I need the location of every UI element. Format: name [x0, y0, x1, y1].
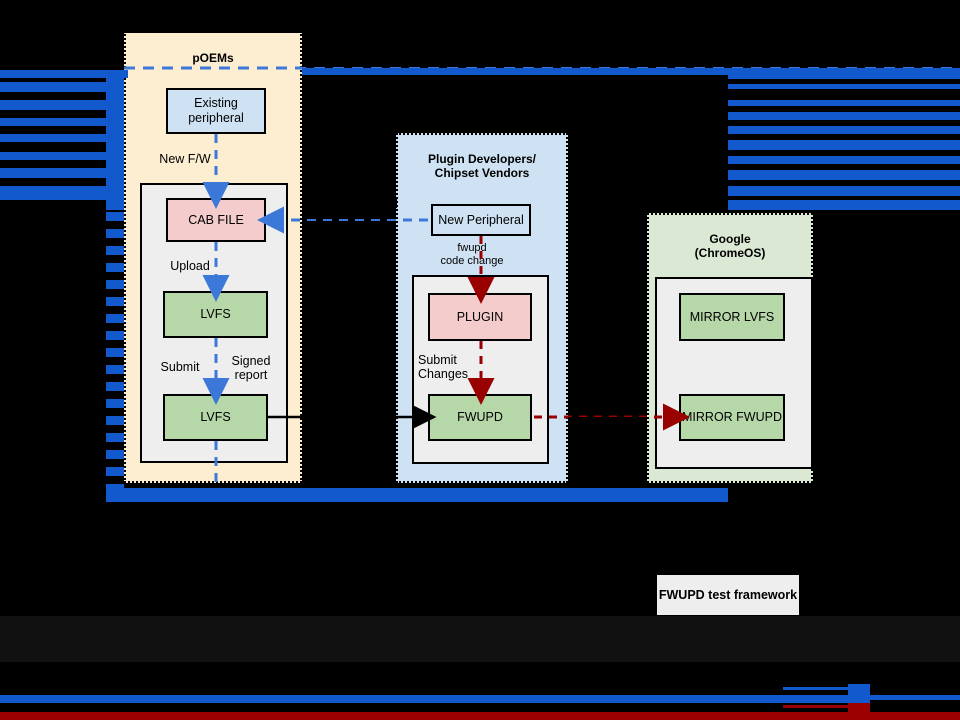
edge-label-submit-changes-line1: Submit — [418, 353, 457, 367]
node-mirror-lvfs-label: MIRROR LVFS — [689, 309, 775, 324]
node-lvfs-submit[interactable]: LVFS — [163, 394, 268, 441]
swimlane-poems-title: pOEMs — [192, 51, 234, 65]
edge-label-submit-changes: Submit Changes — [418, 353, 486, 381]
node-cab-file-label: CAB FILE — [188, 212, 244, 227]
swimlane-plugin-title-line2: Chipset Vendors — [434, 166, 530, 180]
swimlane-google-title-line2: (ChromeOS) — [694, 246, 766, 260]
node-new-peripheral[interactable]: New Peripheral — [431, 204, 531, 236]
node-lvfs-submit-label: LVFS — [200, 410, 231, 424]
node-existing-peripheral[interactable]: Existing peripheral — [166, 88, 266, 134]
node-existing-peripheral-label-line1: Existing — [194, 96, 238, 110]
edge-label-fwupd-code-change: fwupd code change — [412, 242, 532, 268]
edge-label-signed-report-line2: report — [234, 368, 268, 382]
edge-label-fwupd-code-change-line1: fwupd — [457, 242, 487, 254]
swimlane-google-title-line1: Google — [709, 232, 751, 246]
edge-label-fwupd-code-change-line2: code change — [440, 255, 504, 267]
node-new-peripheral-label: New Peripheral — [438, 212, 524, 227]
node-existing-peripheral-label-line2: peripheral — [188, 111, 244, 125]
edge-label-submit-changes-line2: Changes — [418, 367, 469, 381]
node-fwupd-label: FWUPD — [457, 410, 503, 424]
node-mirror-fwupd-label: MIRROR FWUPD — [682, 410, 782, 424]
edge-label-upload: Upload — [170, 259, 210, 273]
edge-label-signed-report: Signed report — [219, 354, 283, 382]
swimlane-plugin-title-line1: Plugin Developers/ — [427, 152, 537, 166]
node-mirror-fwupd[interactable]: MIRROR FWUPD — [679, 394, 785, 441]
node-mirror-lvfs[interactable]: MIRROR LVFS — [679, 293, 785, 341]
edge-label-submit: Submit — [160, 360, 200, 374]
edge-label-new-fw: New F/W — [159, 152, 211, 166]
node-lvfs-upload-label: LVFS — [200, 307, 231, 321]
node-plugin-label: PLUGIN — [456, 309, 504, 324]
edge-label-signed-report-line1: Signed — [231, 354, 271, 368]
